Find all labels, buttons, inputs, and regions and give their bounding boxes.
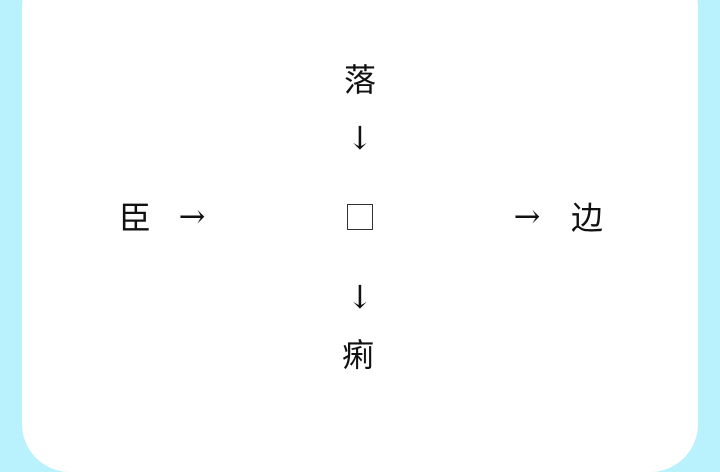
center-blank-box bbox=[347, 204, 373, 230]
arrow-right-icon: → bbox=[513, 197, 541, 235]
arrow-right-icon: → bbox=[178, 197, 206, 235]
right-character: 边 bbox=[570, 199, 604, 237]
arrow-down-icon: ↓ bbox=[346, 119, 374, 157]
left-character: 臣 bbox=[118, 199, 152, 237]
top-character: 落 bbox=[343, 61, 377, 99]
puzzle-card bbox=[22, 0, 698, 472]
bottom-character: 痢 bbox=[341, 336, 375, 374]
arrow-down-icon: ↓ bbox=[346, 278, 374, 316]
